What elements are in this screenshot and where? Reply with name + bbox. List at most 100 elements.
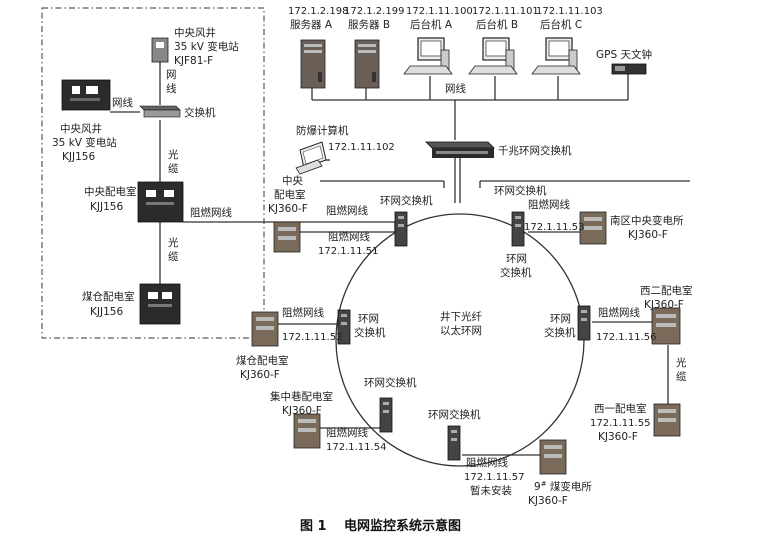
mc2-name: 煤仓配电室 <box>236 354 289 367</box>
workstation-a-icon <box>403 37 453 75</box>
server-b-icon <box>354 39 380 89</box>
jzx-kj360-station-icon <box>293 413 321 449</box>
ring-center-1: 井下光纤 <box>440 310 482 323</box>
mc2-model: KJ360-F <box>240 369 280 381</box>
ring-sw-ne-2: 交换机 <box>500 266 532 279</box>
ex-pc-label: 防爆计算机 <box>296 124 349 137</box>
guang-2: 光 <box>168 236 179 249</box>
xy-kj360-station-icon <box>653 403 681 437</box>
ground-boundary-box <box>41 7 265 339</box>
ip-56: 172.1.11.56 <box>596 332 656 343</box>
left-box-model: KJJ156 <box>62 151 95 163</box>
workstation-b-icon <box>468 37 518 75</box>
ws-b-label: 后台机 B <box>476 18 518 31</box>
ring-sw-w-2: 交换机 <box>354 326 386 339</box>
lan-1: 缆 <box>168 162 179 175</box>
ground-switch-icon <box>139 105 181 118</box>
ex-pc-ip: 172.1.11.102 <box>328 142 395 153</box>
wangxian-left-label: 网线 <box>112 96 133 109</box>
zrwx-8: 阻燃网线 <box>466 456 508 469</box>
mc-pds-model: KJJ156 <box>90 306 123 318</box>
xy-name: 西一配电室 <box>594 402 647 415</box>
ring-switch-w-icon <box>337 309 351 345</box>
ip-52: 172.1.11.52 <box>282 332 342 343</box>
xe-kj360-station-icon <box>651 307 681 345</box>
left-box-name1: 中央风井 <box>60 122 102 135</box>
ring-sw-sw-label: 环网交换机 <box>364 376 417 389</box>
ring-switch-s-icon <box>447 425 461 461</box>
ring-sw-w-1: 环网 <box>358 313 379 325</box>
ws-b-ip: 172.1.11.101 <box>472 6 539 17</box>
ring-switch-ne-label: 环网交换机 <box>494 184 547 197</box>
xy-ip: 172.1.11.55 <box>590 418 650 429</box>
ip-57: 172.1.11.57 <box>464 472 524 483</box>
ip-54: 172.1.11.54 <box>326 442 386 453</box>
ring-sw-ne-1: 环网 <box>506 253 527 265</box>
zy-sub-model: KJ360-F <box>268 203 308 215</box>
m9-kj360-station-icon <box>539 439 567 475</box>
zy-sub-name: 中央 <box>282 174 303 187</box>
zy-pds-label: 中央配电室 <box>84 185 137 198</box>
ring-switch-ne-icon <box>511 211 525 247</box>
workstation-c-icon <box>531 37 581 75</box>
zyfj-model-label: KJF81-F <box>174 55 213 67</box>
caption-text: 电网监控系统示意图 <box>344 518 461 534</box>
server-a-icon <box>300 39 326 89</box>
server-a-ip: 172.1.2.198 <box>288 6 348 17</box>
zy-pds-kjj156-station-icon <box>137 181 184 223</box>
nq-model: KJ360-F <box>628 229 668 241</box>
ring-switch-nw-label: 环网交换机 <box>380 194 433 207</box>
m9-name: 9# 煤变电所 <box>534 480 592 493</box>
zyfj-kjf81-station-icon <box>151 37 169 63</box>
server-b-label: 服务器 B <box>348 18 390 31</box>
left-box-name2: 35 kV 变电站 <box>52 136 117 149</box>
gigabit-ring-switch-icon <box>425 141 495 158</box>
mc-kj360-station-icon <box>251 311 279 347</box>
ring-center-2: 以太环网 <box>440 324 482 337</box>
ws-c-label: 后台机 C <box>540 18 582 31</box>
mc-pds-kjj156-station-icon <box>139 283 181 325</box>
zrwx-3: 阻燃网线 <box>328 230 370 243</box>
ring-switch-e-icon <box>577 305 591 341</box>
zy-sub-name2: 配电室 <box>274 188 306 201</box>
caption-number: 图 1 <box>300 519 327 534</box>
ring-switch-sw-icon <box>379 397 393 433</box>
gps-label: GPS 天文钟 <box>596 48 652 61</box>
mc-pds-label: 煤仓配电室 <box>82 290 135 303</box>
ws-a-label: 后台机 A <box>410 18 453 31</box>
top-lan-label: 网线 <box>445 82 466 95</box>
ground-switch-label: 交换机 <box>184 106 216 119</box>
zrwx-1: 阻燃网线 <box>190 206 232 219</box>
guang-1: 光 <box>168 148 179 161</box>
ring-sw-e-2: 交换机 <box>544 326 576 339</box>
zrwx-2: 阻燃网线 <box>326 204 368 217</box>
gigabit-switch-label: 千兆环网交换机 <box>498 144 572 157</box>
lan-3: 缆 <box>676 370 687 383</box>
zrwx-4: 阻燃网线 <box>528 198 570 211</box>
xe-name: 西二配电室 <box>640 284 693 297</box>
gps-clock-icon <box>611 63 647 75</box>
ring-sw-s-label: 环网交换机 <box>428 408 481 421</box>
zyfj-sub-label: 35 kV 变电站 <box>174 40 239 53</box>
zrwx-7: 阻燃网线 <box>326 426 368 439</box>
jzx-name: 集中巷配电室 <box>270 390 333 403</box>
ip-51: 172.1.11.51 <box>318 246 378 257</box>
zyfj-kjj156-station-icon <box>61 79 111 111</box>
zw-install: 暂未安装 <box>470 484 512 497</box>
m9-model: KJ360-F <box>528 495 568 507</box>
ring-switch-nw-icon <box>394 211 408 247</box>
lan-2: 缆 <box>168 250 179 263</box>
nq-name: 南区中央变电所 <box>610 214 684 227</box>
nq-kj360-station-icon <box>579 211 607 245</box>
xy-model: KJ360-F <box>598 431 638 443</box>
wangxian-v1: 网 <box>166 69 177 81</box>
zy-kj360-station-icon <box>273 221 301 253</box>
zyfj-mine-label: 中央风井 <box>174 26 216 39</box>
ip-53: 172.1.11.53 <box>524 222 584 233</box>
zy-pds-model: KJJ156 <box>90 201 123 213</box>
xe-model: KJ360-F <box>644 299 684 311</box>
guang-3: 光 <box>676 356 687 369</box>
wangxian-v2: 线 <box>166 82 177 95</box>
jzx-model: KJ360-F <box>282 405 322 417</box>
